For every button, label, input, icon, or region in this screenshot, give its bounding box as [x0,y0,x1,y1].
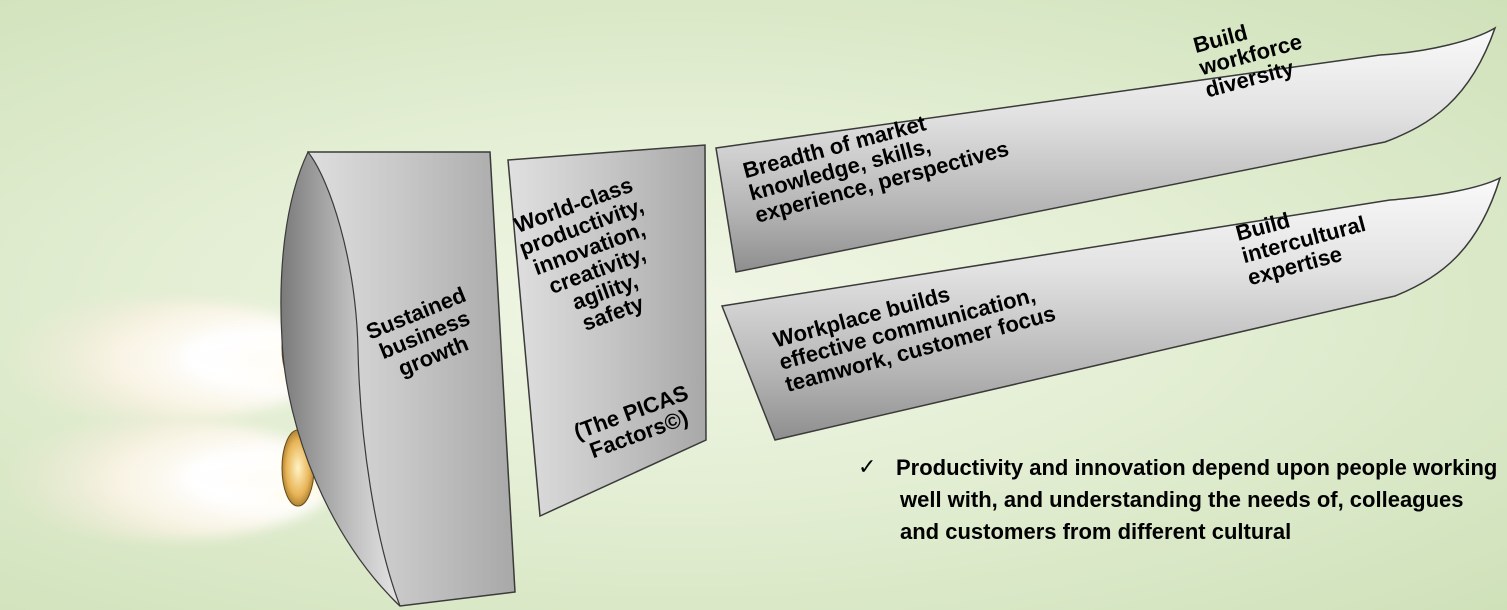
bullet-note: ✓ Productivity and innovation depend upo… [858,452,1498,548]
upper-exhaust-flame [0,300,335,420]
lower-exhaust-flame [0,420,335,540]
check-mark-icon: ✓ [858,455,877,480]
engine-section [280,150,516,607]
lower-booster [720,176,1502,441]
upper-booster [715,26,1497,273]
bullet-note-text: Productivity and innovation depend upon … [896,455,1498,544]
middle-section [507,144,707,518]
